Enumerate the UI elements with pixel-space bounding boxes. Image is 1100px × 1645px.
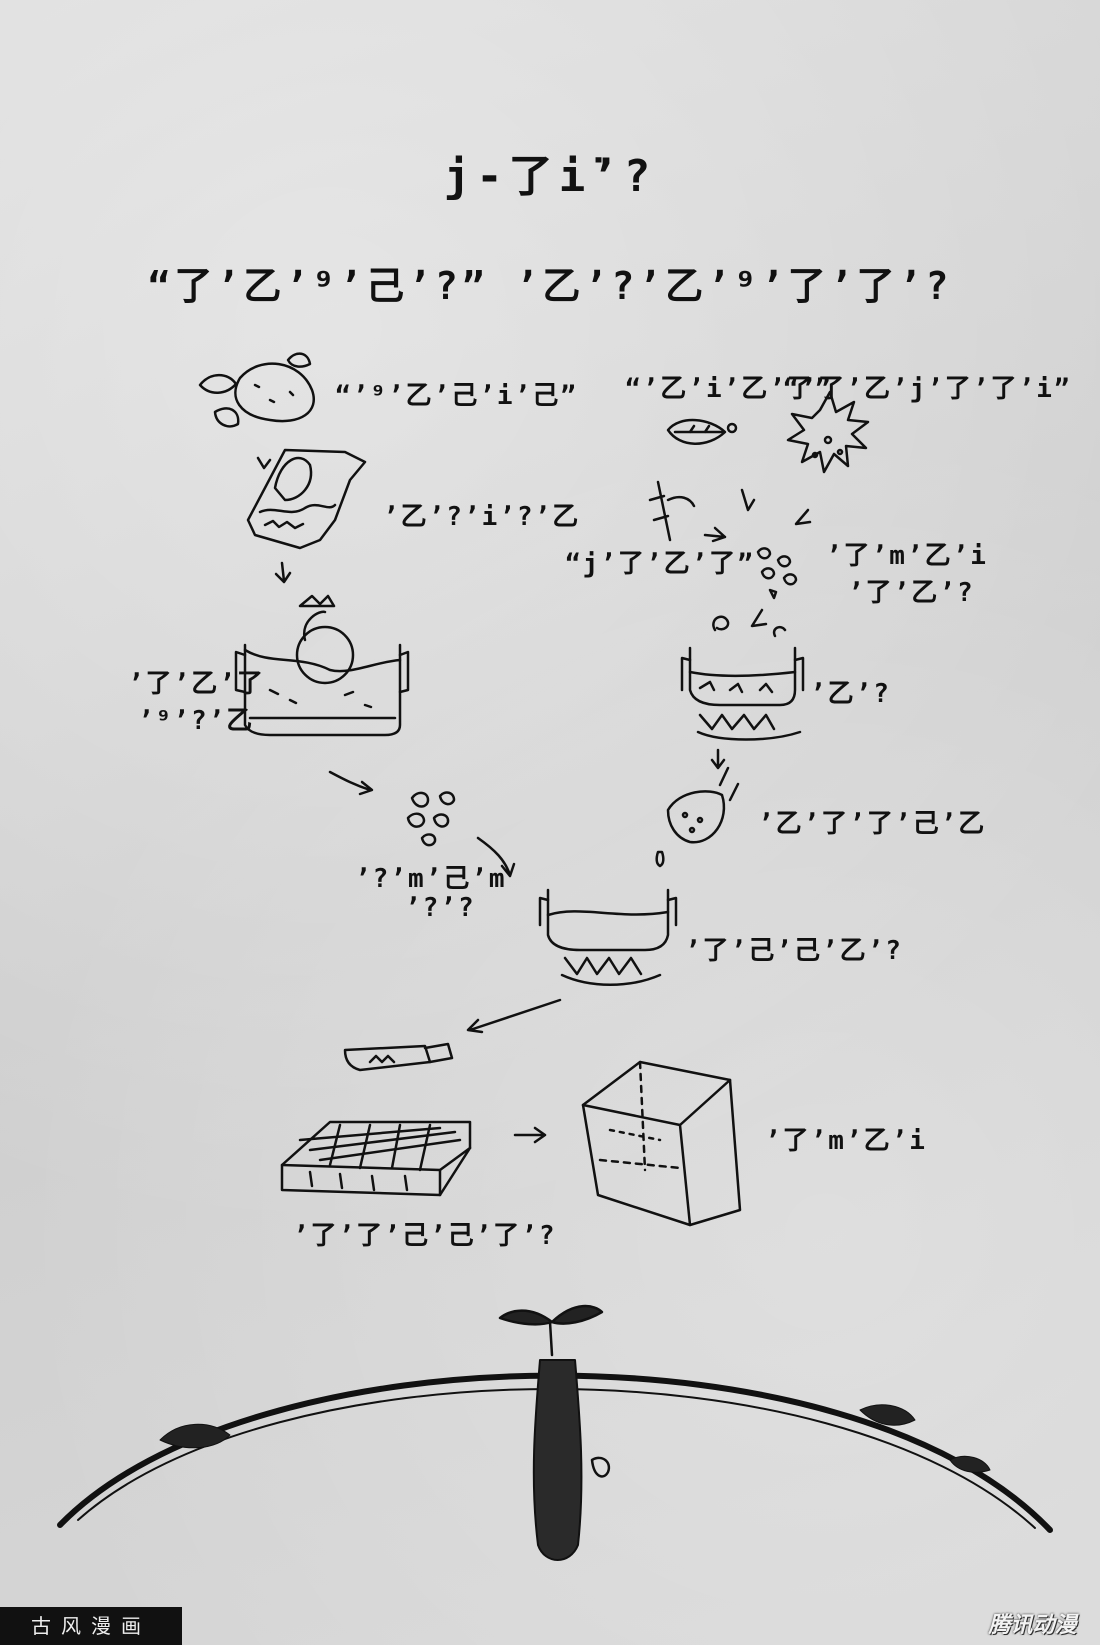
label-cube: ʼ了ʼmʼ乙ʼi [765,1126,927,1156]
arrow-diag-3 [466,998,562,1034]
stem-icon [648,480,696,542]
label-peel: ʼ乙ʼ?ʼiʼ?ʼ乙 [383,502,581,532]
leaf-icon [666,418,738,445]
arrow-down-4 [794,508,812,526]
label-mash-2: ʼ?ʼ? [405,893,476,923]
arrow-right-2 [513,1126,547,1144]
pot-icon [680,615,805,741]
label-mash-1: ʼ?ʼmʼ己ʼm [355,864,507,894]
label-quote-b: “ʼ乙ʼiʼ乙ʼ了” [625,374,833,404]
cube-icon [581,1060,742,1227]
seeds-icon [756,547,798,600]
footer-left-banner: 古风漫画 [0,1607,182,1645]
arrow-down-1 [256,456,272,470]
label-quote-a: “ʼ⁹ʼ乙ʼ己ʼiʼ己” [335,381,578,411]
footer-right-watermark: 腾讯动漫 [988,1613,1077,1638]
sprout-icon [498,1304,604,1357]
label-quote-c: “ʼ了ʼ乙ʼjʼ了ʼ了ʼi” [783,374,1072,404]
label-cut: ʼ了ʼ了ʼ己ʼ己ʼ了ʼ? [293,1221,557,1251]
sweet-potato-icon [198,352,315,428]
page-title: j-了i̇ʼ? [443,151,657,202]
pot-icon [234,594,410,737]
arrow-diag-1 [328,770,374,796]
strainer-icon [655,766,740,868]
label-boil: ʼ了ʼ己ʼ己ʼ乙ʼ? [685,936,903,966]
arrow-down-3 [740,488,756,512]
label-strain: ʼ乙ʼ了ʼ了ʼ己ʼ乙 [758,809,987,839]
page-subtitle: “了ʼ乙ʼ⁹ʼ己ʼ?” ʼ乙ʼ?ʼ乙ʼ⁹ʼ了ʼ了ʼ? [147,264,953,308]
mash-pieces-icon [406,791,456,847]
label-pot-left-2: ʼ⁹ʼ?ʼ乙 [138,706,255,736]
label-pot-left-1: ʼ了ʼ乙ʼ了 [128,669,265,699]
label-stem: “jʼ了ʼ乙ʼ了” [565,549,755,579]
arrow-down-6 [710,748,726,770]
label-seed-1: ʼ了ʼmʼ乙ʼi [826,541,988,571]
spiky-fruit-icon [786,390,870,474]
arrow-down-2 [274,561,292,584]
knife-icon [343,1042,454,1072]
arrow-diag-2 [476,836,516,878]
slab-icon [280,1120,472,1197]
planet-icon [57,1359,1053,1561]
arrow-down-5 [750,608,768,628]
arrow-right-1 [703,526,727,543]
pot-icon [538,888,678,986]
label-pot-right: ʼ乙ʼ? [810,679,891,709]
peeling-board-icon [246,448,367,550]
label-seed-2: ʼ了ʼ乙ʼ? [848,578,975,608]
